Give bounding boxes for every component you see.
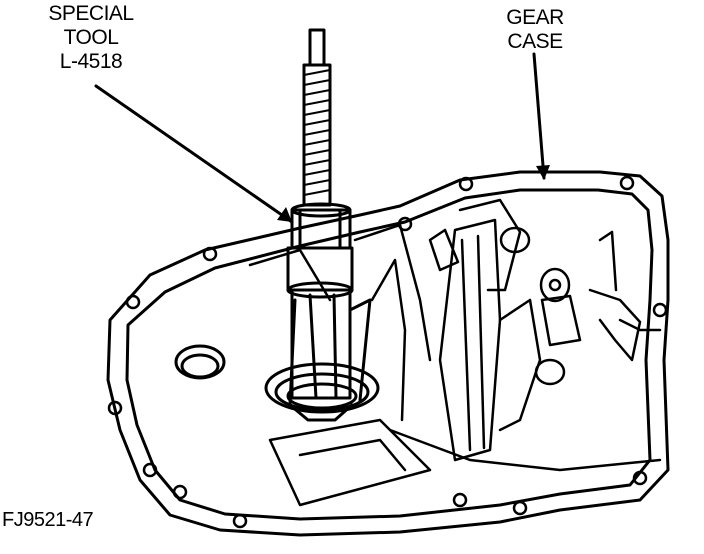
special-tool-label-line3: L-4518 — [59, 50, 123, 73]
gear-case-leader — [532, 52, 546, 180]
gear-case-label-line2: CASE — [507, 30, 563, 53]
special-tool-label-line2: TOOL — [63, 26, 119, 49]
special-tool-label-line1: SPECIAL — [48, 2, 134, 25]
flange-bolt-holes — [107, 175, 668, 529]
shift-fork-assembly — [428, 198, 542, 462]
special-tool-label: SPECIAL TOOL L-4518 — [36, 2, 146, 74]
drain-plug — [174, 344, 226, 380]
special-tool-leader — [94, 84, 294, 224]
gear-case-inner-edge — [125, 188, 654, 521]
special-tool-arrowhead — [277, 207, 292, 222]
bearing-bore — [264, 362, 380, 414]
gear-case-flange — [106, 170, 670, 537]
internal-ribs — [248, 223, 662, 507]
shift-lever — [534, 230, 662, 386]
gear-case-label-line1: GEAR — [506, 6, 564, 29]
special-tool — [286, 28, 372, 422]
figure-number: FJ9521-47 — [2, 509, 94, 531]
gear-case-label: GEAR CASE — [490, 6, 580, 54]
gear-case-arrowhead — [536, 165, 550, 180]
